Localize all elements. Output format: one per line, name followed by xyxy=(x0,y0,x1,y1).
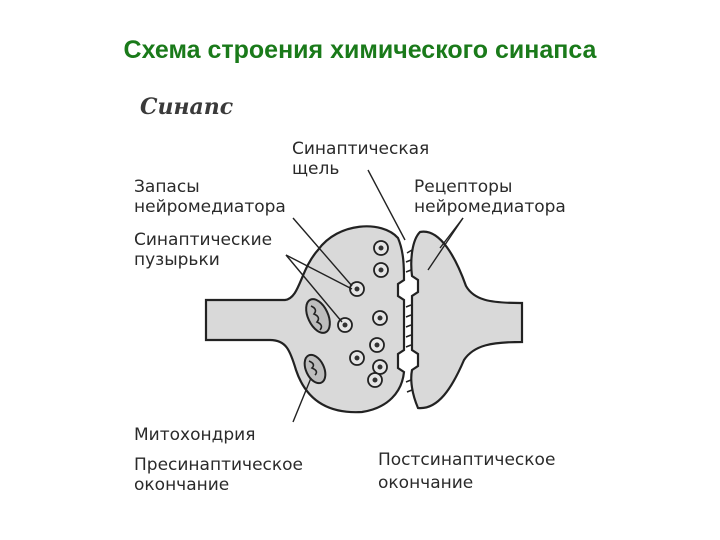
receptor-marks xyxy=(405,249,413,393)
label-presynaptic-2: окончание xyxy=(134,475,229,495)
pointer-lines xyxy=(285,169,464,423)
presynaptic-terminal xyxy=(204,225,406,414)
label-cleft-2: щель xyxy=(292,159,339,179)
mitochondrion-upper xyxy=(305,298,331,334)
postsynaptic-terminal xyxy=(410,230,524,410)
mitochondrion-lower xyxy=(303,353,327,385)
label-postsynaptic-2: окончание xyxy=(378,473,473,493)
label-presynaptic-1: Пресинаптическое xyxy=(134,455,303,475)
diagram-heading: Синапс xyxy=(140,94,234,120)
label-vesicles-2: пузырьки xyxy=(134,250,220,270)
label-stores-2: нейромедиатора xyxy=(134,197,286,217)
vesicle-cores xyxy=(342,245,384,383)
label-mitochondria: Митохондрия xyxy=(134,425,255,445)
label-vesicles-1: Синаптические xyxy=(134,230,272,250)
slide-title: Схема строения химического синапса xyxy=(123,36,597,64)
label-postsynaptic-1: Постсинаптическое xyxy=(378,450,555,470)
label-receptors-1: Рецепторы xyxy=(414,177,512,197)
label-stores-1: Запасы xyxy=(134,177,200,197)
label-receptors-2: нейромедиатора xyxy=(414,197,566,217)
label-cleft-1: Синаптическая xyxy=(292,139,429,159)
